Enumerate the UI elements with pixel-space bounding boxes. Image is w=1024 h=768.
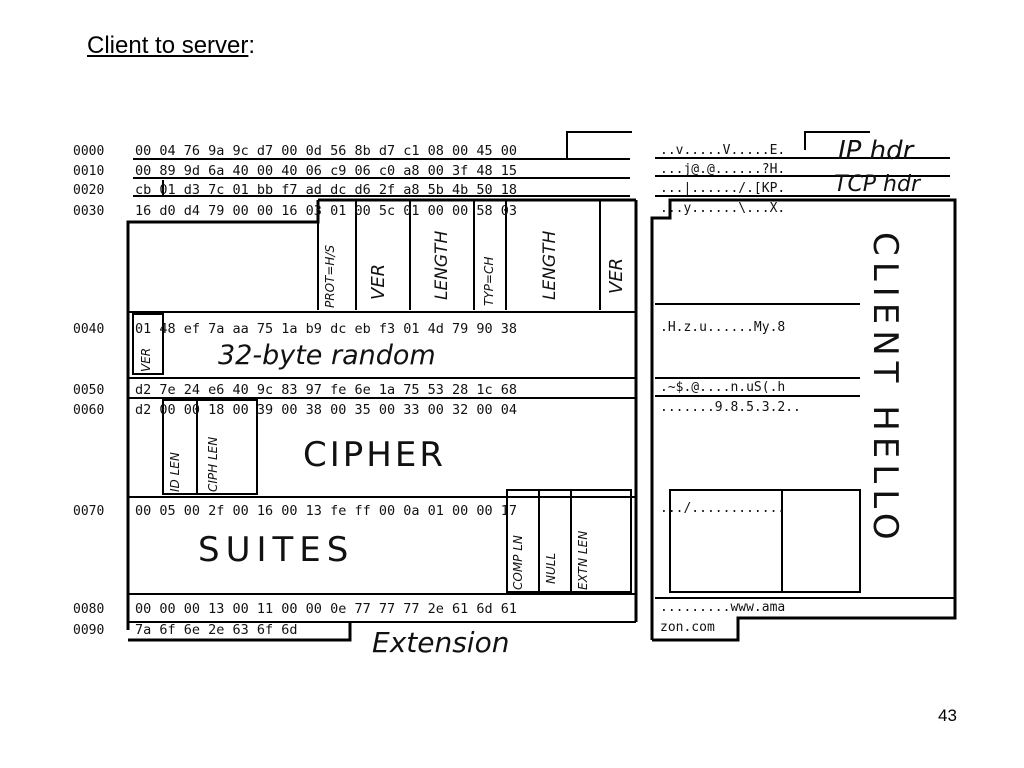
hex-row-0080: 00 00 00 13 00 11 00 00 0e 77 77 77 2e 6… bbox=[135, 601, 518, 617]
ascii-row-0040: .H.z.u......My.8 bbox=[660, 320, 786, 335]
client-hello-label: CLIENT HELLO bbox=[865, 232, 905, 546]
hex-row-0060: d2 00 00 18 00 39 00 38 00 35 00 33 00 3… bbox=[135, 402, 518, 418]
tcp-hdr-label: TCP hdr bbox=[834, 172, 921, 197]
ascii-row-0090: zon.com bbox=[660, 620, 715, 635]
hex-row-0070: 00 05 00 2f 00 16 00 13 fe ff 00 0a 01 0… bbox=[135, 503, 518, 519]
hex-row-0020: cb 01 d3 7c 01 bb f7 ad dc d6 2f a8 5b 4… bbox=[135, 182, 518, 198]
record-box-left bbox=[126, 200, 320, 630]
ascii-row-0030: ...y......\...X. bbox=[660, 201, 786, 216]
offset-0090: 0090 bbox=[73, 623, 105, 638]
length-label-1: LENGTH bbox=[432, 230, 452, 300]
page-number: 43 bbox=[938, 706, 957, 725]
ascii-row-0050: .~$.@....n.uS(.h bbox=[660, 380, 786, 395]
extension-end bbox=[128, 622, 352, 642]
ascii-row-0000: ..v.....V.....E. bbox=[660, 143, 786, 158]
ascii-row-0020: ...|....../.[KP. bbox=[660, 181, 786, 196]
ver-label-2: VER bbox=[606, 257, 627, 294]
offset-0070: 0070 bbox=[73, 504, 105, 519]
hex-row-0000: 00 04 76 9a 9c d7 00 0d 56 8b d7 c1 08 0… bbox=[135, 143, 518, 159]
offset-0060: 0060 bbox=[73, 403, 105, 418]
cipher-label: CIPHER bbox=[303, 435, 446, 475]
hex-row-0050: d2 7e 24 e6 40 9c 83 97 fe 6e 1a 75 53 2… bbox=[135, 382, 518, 398]
ascii-row-0070: .../............ bbox=[660, 501, 786, 516]
ver-label-1: VER bbox=[368, 263, 389, 300]
id-len-label: ID LEN bbox=[168, 452, 182, 492]
offset-0080: 0080 bbox=[73, 602, 105, 617]
null-label: NULL bbox=[544, 552, 558, 584]
slide-title: Client to server: bbox=[87, 32, 255, 60]
hex-row-0030: 16 d0 d4 79 00 00 16 03 01 00 5c 01 00 0… bbox=[135, 203, 518, 219]
offset-0000: 0000 bbox=[73, 144, 105, 159]
title-text: Client to server bbox=[87, 32, 249, 59]
comp-ln-label: COMP LN bbox=[511, 535, 525, 590]
extension-label: Extension bbox=[372, 626, 510, 659]
ascii-row-0060: .......9.8.5.3.2.. bbox=[660, 400, 801, 415]
offset-0020: 0020 bbox=[73, 183, 105, 198]
ascii-panel-box bbox=[650, 198, 957, 640]
random-label: 32-byte random bbox=[218, 340, 436, 371]
ascii-panel-bottom bbox=[652, 598, 957, 642]
suites-label: SUITES bbox=[198, 530, 355, 570]
ver-box bbox=[132, 313, 164, 375]
hex-row-0090: 7a 6f 6e 2e 63 6f 6d bbox=[135, 622, 298, 638]
ciph-len-box bbox=[196, 399, 258, 495]
offset-0040: 0040 bbox=[73, 322, 105, 337]
ip-hdr-label: IP hdr bbox=[838, 136, 914, 166]
ver-label-3: VER bbox=[139, 347, 153, 372]
ascii-row-0080: .........www.ama bbox=[660, 600, 786, 615]
ascii-ip-bracket bbox=[804, 131, 870, 150]
offset-0050: 0050 bbox=[73, 383, 105, 398]
length-label-2: LENGTH bbox=[540, 230, 560, 300]
offset-0010: 0010 bbox=[73, 164, 105, 179]
extn-len-box bbox=[570, 489, 632, 593]
ciph-len-label: CIPH LEN bbox=[206, 436, 220, 492]
hex-row-0040: 01 48 ef 7a aa 75 1a b9 dc eb f3 01 4d 7… bbox=[135, 321, 518, 337]
ascii-box bbox=[669, 489, 861, 593]
extn-len-label: EXTN LEN bbox=[576, 530, 590, 590]
ip-hdr-bracket bbox=[566, 131, 632, 158]
prot-hs-label: PROT=H/S bbox=[323, 244, 337, 308]
ascii-row-0010: ...j@.@......?H. bbox=[660, 162, 786, 177]
title-colon: : bbox=[248, 32, 256, 59]
offset-0030: 0030 bbox=[73, 204, 105, 219]
hex-row-0010: 00 89 9d 6a 40 00 40 06 c9 06 c0 a8 00 3… bbox=[135, 163, 518, 179]
typ-ch-label: TYP=CH bbox=[482, 256, 496, 306]
